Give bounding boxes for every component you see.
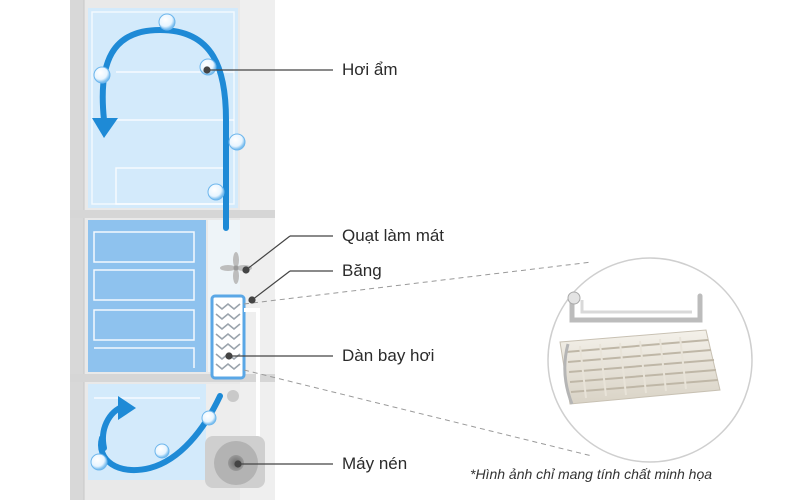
illustration-note: *Hình ảnh chỉ mang tính chất minh họa [470, 466, 713, 482]
compressor-icon [205, 436, 265, 488]
compressor-label: Máy nén [342, 454, 408, 473]
fridge-compartment [88, 8, 238, 208]
moisture-label: Hơi ẩm [342, 60, 398, 79]
ice-label: Băng [342, 261, 382, 280]
moisture-bubbles [90, 13, 246, 471]
fan-icon [220, 252, 252, 284]
cooling-fan-label: Quạt làm mát [342, 226, 445, 245]
evaporator-coil [210, 294, 260, 454]
evaporator-label: Dàn bay hơi [342, 346, 435, 365]
evaporator-zoom-circle [547, 257, 753, 463]
leader-lines [203, 66, 333, 468]
zoom-guide-lines [243, 261, 593, 457]
